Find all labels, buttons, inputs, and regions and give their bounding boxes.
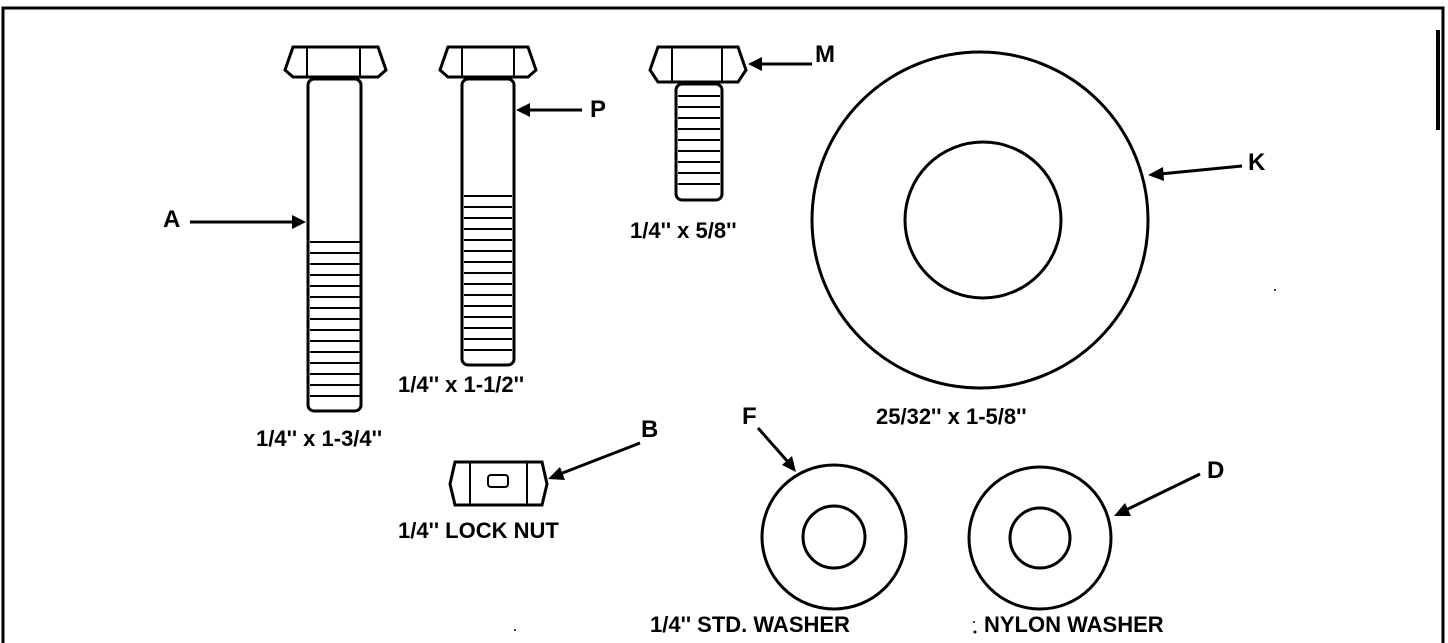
bolt-m	[648, 45, 748, 202]
washer-k	[810, 50, 1150, 390]
callout-d: D	[1207, 457, 1224, 484]
arrow-f	[756, 427, 796, 472]
size-label-bolt-p: 1/4'' x 1-1/2''	[398, 372, 524, 397]
bolt-a	[283, 45, 388, 413]
border-frame	[1, 6, 1445, 643]
callout-k: K	[1248, 149, 1266, 176]
scan-specks	[514, 289, 1276, 634]
callout-a: A	[163, 206, 180, 233]
washer-d	[967, 465, 1113, 611]
washer-f	[760, 463, 908, 611]
arrow-m	[748, 57, 812, 71]
callout-p: P	[590, 96, 606, 123]
arrow-b	[548, 441, 641, 480]
arrow-d	[1114, 472, 1201, 516]
callout-b: B	[641, 416, 658, 443]
size-label-washer-k: 25/32'' x 1-5/8''	[876, 404, 1027, 429]
lock-nut-b	[448, 460, 549, 507]
callout-m: M	[815, 41, 835, 68]
name-label-washer-d: NYLON WASHER	[984, 612, 1164, 637]
name-label-washer-f: 1/4'' STD. WASHER	[650, 612, 850, 637]
arrow-k	[1148, 164, 1243, 181]
arrow-a	[190, 215, 306, 229]
bolt-p	[438, 45, 538, 367]
size-label-bolt-a: 1/4'' x 1-3/4''	[256, 426, 382, 451]
size-label-bolt-m: 1/4'' x 5/8''	[630, 218, 737, 243]
name-label-lock-nut: 1/4'' LOCK NUT	[398, 518, 559, 543]
callout-f: F	[742, 403, 757, 430]
arrow-p	[516, 103, 582, 117]
